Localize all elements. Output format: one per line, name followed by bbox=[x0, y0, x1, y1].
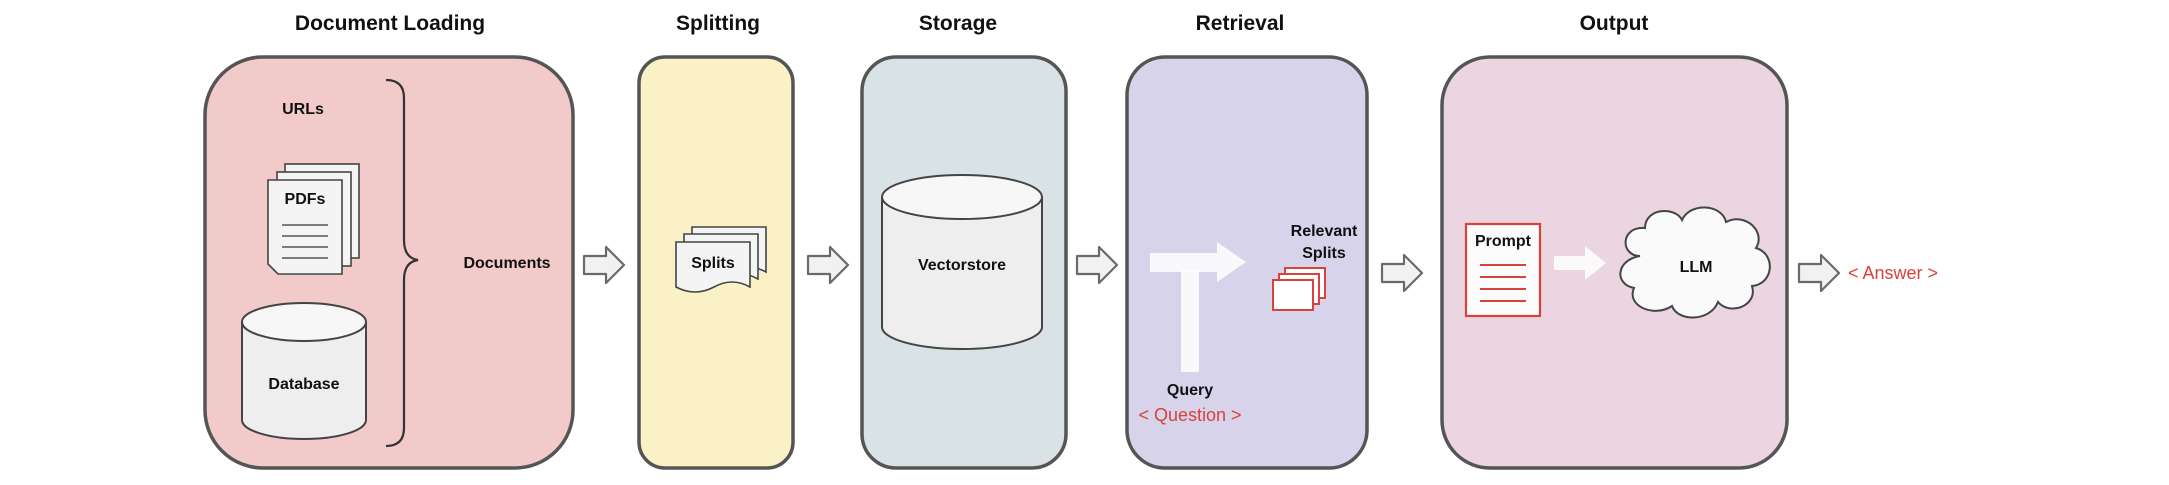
stage-title-output: Output bbox=[1580, 12, 1649, 35]
arrow-loading-to-splitting bbox=[582, 245, 626, 285]
arrow-output-to-answer bbox=[1797, 253, 1841, 293]
llm-label: LLM bbox=[1680, 259, 1713, 276]
stage-title-retrieval: Retrieval bbox=[1196, 12, 1285, 35]
documents-label: Documents bbox=[463, 255, 550, 272]
arrow-retrieval-to-output bbox=[1380, 253, 1424, 293]
curly-brace bbox=[385, 78, 419, 448]
database-icon bbox=[241, 302, 367, 440]
vectorstore-icon bbox=[881, 174, 1043, 350]
prompt-to-llm-arrow bbox=[1554, 246, 1606, 280]
splits-label: Splits bbox=[691, 255, 735, 272]
stage-title-document-loading: Document Loading bbox=[295, 12, 485, 35]
relevant-splits-label-line1: Relevant bbox=[1291, 223, 1358, 240]
database-label: Database bbox=[268, 376, 339, 393]
answer-placeholder: < Answer > bbox=[1848, 263, 1938, 283]
arrow-storage-to-retrieval bbox=[1075, 245, 1119, 285]
pdf-stack-icon bbox=[267, 163, 360, 275]
query-label: Query bbox=[1167, 382, 1213, 399]
question-placeholder: < Question > bbox=[1138, 405, 1241, 425]
splits-stack-icon bbox=[675, 226, 767, 293]
prompt-document-icon bbox=[1464, 222, 1542, 318]
pdfs-label: PDFs bbox=[285, 191, 326, 208]
stage-title-storage: Storage bbox=[919, 12, 997, 35]
llm-cloud-icon bbox=[1619, 206, 1771, 319]
prompt-label: Prompt bbox=[1475, 233, 1532, 250]
relevant-splits-icon bbox=[1272, 267, 1326, 311]
stage-title-splitting: Splitting bbox=[676, 12, 760, 35]
arrow-splitting-to-storage bbox=[806, 245, 850, 285]
stage-panel-output bbox=[1440, 55, 1789, 470]
vectorstore-label: Vectorstore bbox=[918, 257, 1006, 274]
relevant-splits-label-line2: Splits bbox=[1302, 245, 1346, 262]
query-retrieval-arrow bbox=[1150, 242, 1246, 372]
urls-label: URLs bbox=[282, 101, 324, 118]
